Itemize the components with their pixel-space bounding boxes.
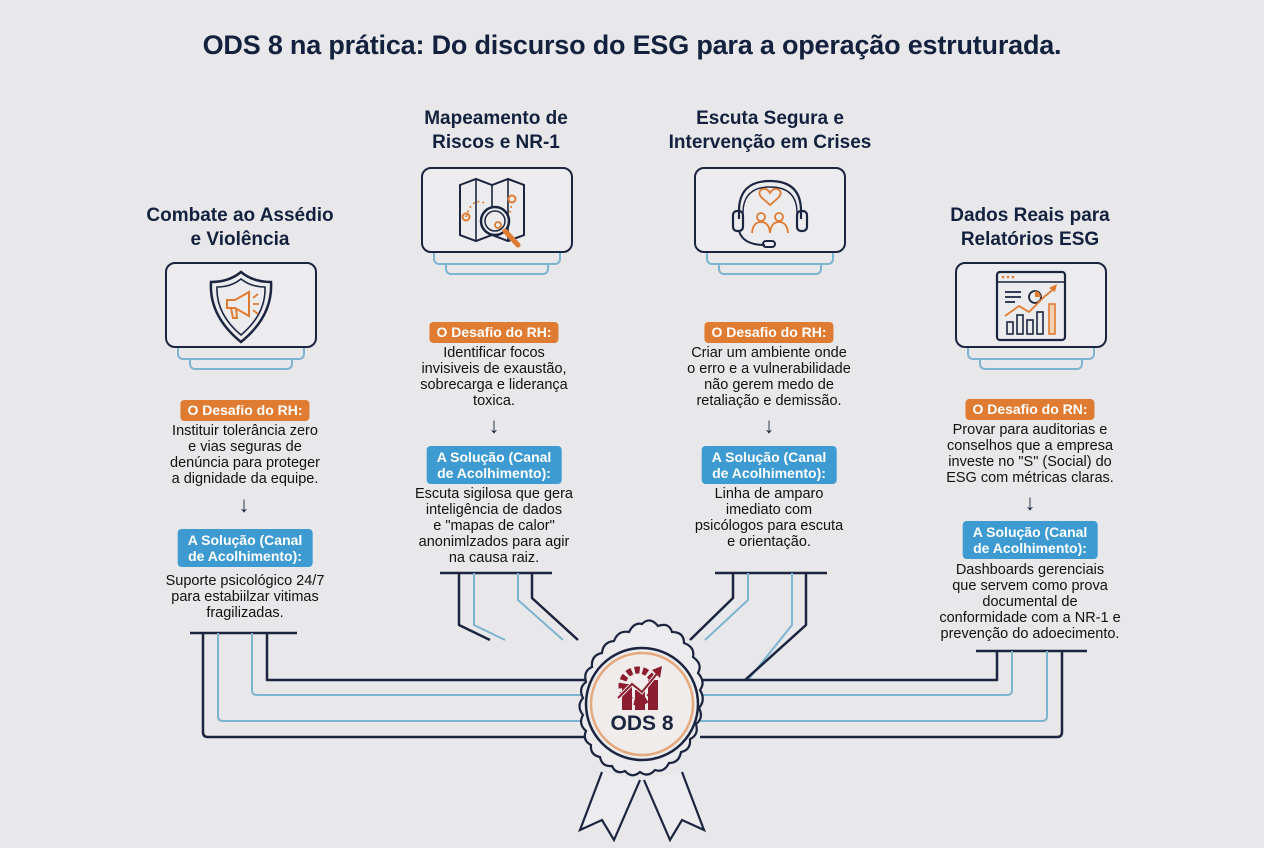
map-magnifier-icon: [459, 177, 525, 248]
column-1-icon-card: [165, 262, 317, 372]
column-2-challenge-text: Identificar focos invisiveis de exaustão…: [420, 345, 568, 409]
column-2-solution-text: Escuta sigilosa que gera inteligência de…: [415, 486, 573, 566]
column-1-title: Combate ao Assédio e Violência: [146, 205, 334, 250]
column-1-challenge-badge: O Desafio do RH:: [180, 400, 310, 421]
column-3-title: Escuta Segura e Intervenção em Crises: [668, 108, 872, 153]
gear-growth-chart-icon: [616, 666, 662, 710]
seal-label: ODS 8: [610, 712, 674, 735]
column-3-solution-badge: A Solução (Canal de Acolhimento):: [701, 446, 837, 484]
column-4-title: Dados Reais para Relatórios ESG: [950, 205, 1110, 250]
column-3-icon-card: [694, 167, 846, 277]
column-3-challenge-badge: O Desafio do RH:: [704, 322, 834, 343]
column-1-challenge-text: Instituir tolerância zero e vias seguras…: [170, 423, 320, 487]
column-2-challenge-badge: O Desafio do RH:: [429, 322, 559, 343]
page-title: ODS 8 na prática: Do discurso do ESG par…: [202, 30, 1062, 60]
arrow-down-icon: ↓: [238, 492, 250, 517]
column-1-solution-badge: A Solução (Canal de Acolhimento):: [177, 529, 313, 567]
column-4-icon-card: [955, 262, 1107, 372]
arrow-down-icon: ↓: [488, 413, 500, 438]
arrow-down-icon: ↓: [1024, 490, 1036, 515]
arrow-down-icon: ↓: [763, 413, 775, 438]
dashboard-chart-icon: [995, 270, 1067, 342]
column-4-challenge-text: Provar para auditorias e conselhos que a…: [946, 422, 1114, 486]
ods8-seal: [578, 619, 706, 843]
shield-megaphone-icon: [209, 270, 273, 344]
column-1-solution-text: Suporte psicológico 24/7 para estabiilza…: [165, 573, 325, 621]
column-3-challenge-text: Criar um ambiente onde o erro e a vulner…: [687, 345, 851, 409]
column-3-solution-text: Linha de amparo imediato com psicólogos …: [694, 486, 844, 550]
column-4-challenge-badge: O Desafio do RN:: [965, 399, 1095, 420]
column-4-solution-text: Dashboards gerenciais que servem como pr…: [939, 562, 1121, 642]
column-2-icon-card: [421, 167, 573, 277]
column-2-solution-badge: A Solução (Canal de Acolhimento):: [426, 446, 562, 484]
column-2-title: Mapeamento de Riscos e NR-1: [424, 108, 568, 153]
headset-people-icon: [731, 179, 809, 248]
column-4-solution-badge: A Solução (Canal de Acolhimento):: [962, 521, 1098, 559]
